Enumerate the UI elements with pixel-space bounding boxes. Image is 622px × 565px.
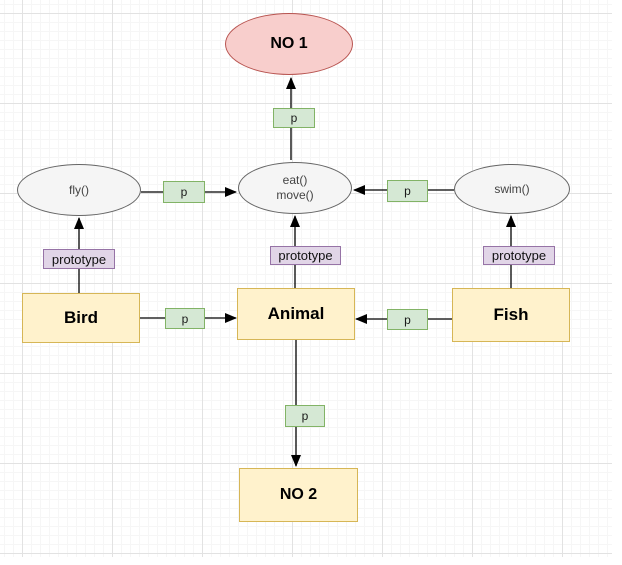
- edge-label-p-fly-eatmove[interactable]: p: [163, 181, 205, 203]
- node-swim[interactable]: swim(): [454, 164, 570, 214]
- edge-label-p-animal-no2[interactable]: p: [285, 405, 325, 427]
- node-fly-label: fly(): [69, 182, 89, 197]
- edge-label-p-bird-animal[interactable]: p: [165, 308, 205, 329]
- node-bird-label: Bird: [64, 308, 98, 328]
- node-bird[interactable]: Bird: [22, 293, 140, 343]
- node-fish-label: Fish: [493, 305, 529, 325]
- node-no1[interactable]: NO 1: [225, 13, 353, 75]
- node-eat-move-label-line2: move(): [276, 188, 314, 202]
- node-fish[interactable]: Fish: [452, 288, 570, 342]
- edge-label-p-eatmove-no1[interactable]: p: [273, 108, 315, 128]
- node-eat-move-label-line1: eat(): [282, 173, 308, 187]
- node-no2[interactable]: NO 2: [239, 468, 358, 522]
- node-animal-label: Animal: [267, 304, 325, 324]
- node-eat-move[interactable]: eat() move(): [238, 162, 352, 214]
- node-no1-label: NO 1: [270, 35, 308, 52]
- edge-label-prototype-animal[interactable]: prototype: [270, 246, 341, 265]
- node-swim-label: swim(): [494, 181, 530, 196]
- edge-label-prototype-fish[interactable]: prototype: [483, 246, 555, 265]
- node-animal[interactable]: Animal: [237, 288, 355, 340]
- edge-label-prototype-bird[interactable]: prototype: [43, 249, 115, 269]
- edge-label-p-fish-animal[interactable]: p: [387, 309, 428, 330]
- node-no2-label: NO 2: [279, 486, 318, 503]
- node-fly[interactable]: fly(): [17, 164, 141, 216]
- diagram-canvas[interactable]: [0, 0, 612, 557]
- edge-label-p-swim-eatmove[interactable]: p: [387, 180, 428, 202]
